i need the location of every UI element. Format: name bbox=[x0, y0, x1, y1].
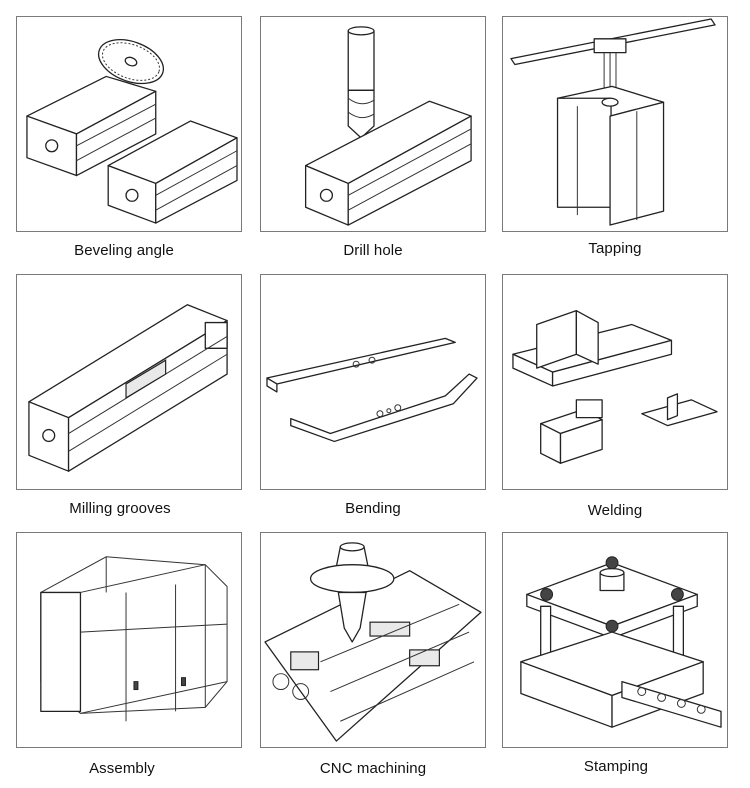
caption-milling: Milling grooves bbox=[69, 500, 171, 517]
caption-cnc: CNC machining bbox=[319, 760, 427, 777]
caption-stamping: Stamping bbox=[583, 758, 649, 775]
drill-illustration bbox=[304, 26, 472, 226]
panel-cnc bbox=[260, 532, 486, 748]
welding-illustration bbox=[512, 310, 718, 464]
caption-assembly: Assembly bbox=[89, 760, 155, 777]
panel-bending bbox=[260, 274, 486, 490]
caption-bending: Bending bbox=[345, 500, 401, 517]
cnc-illustration bbox=[264, 542, 482, 742]
panel-milling bbox=[16, 274, 242, 490]
panel-tapping bbox=[502, 16, 728, 232]
caption-beveling: Beveling angle bbox=[74, 242, 174, 259]
panel-drill bbox=[260, 16, 486, 232]
bending-illustration bbox=[266, 337, 478, 443]
tapping-illustration bbox=[510, 18, 716, 226]
panel-assembly bbox=[16, 532, 242, 748]
caption-tapping: Tapping bbox=[588, 240, 642, 257]
milling-illustration bbox=[28, 304, 228, 472]
beveling-illustration bbox=[26, 39, 238, 224]
stamping-illustration bbox=[520, 556, 722, 728]
panel-beveling bbox=[16, 16, 242, 232]
panel-stamping bbox=[502, 532, 728, 748]
caption-drill: Drill hole bbox=[343, 242, 403, 259]
panel-welding bbox=[502, 274, 728, 490]
caption-welding: Welding bbox=[587, 502, 643, 519]
assembly-illustration bbox=[40, 556, 228, 722]
